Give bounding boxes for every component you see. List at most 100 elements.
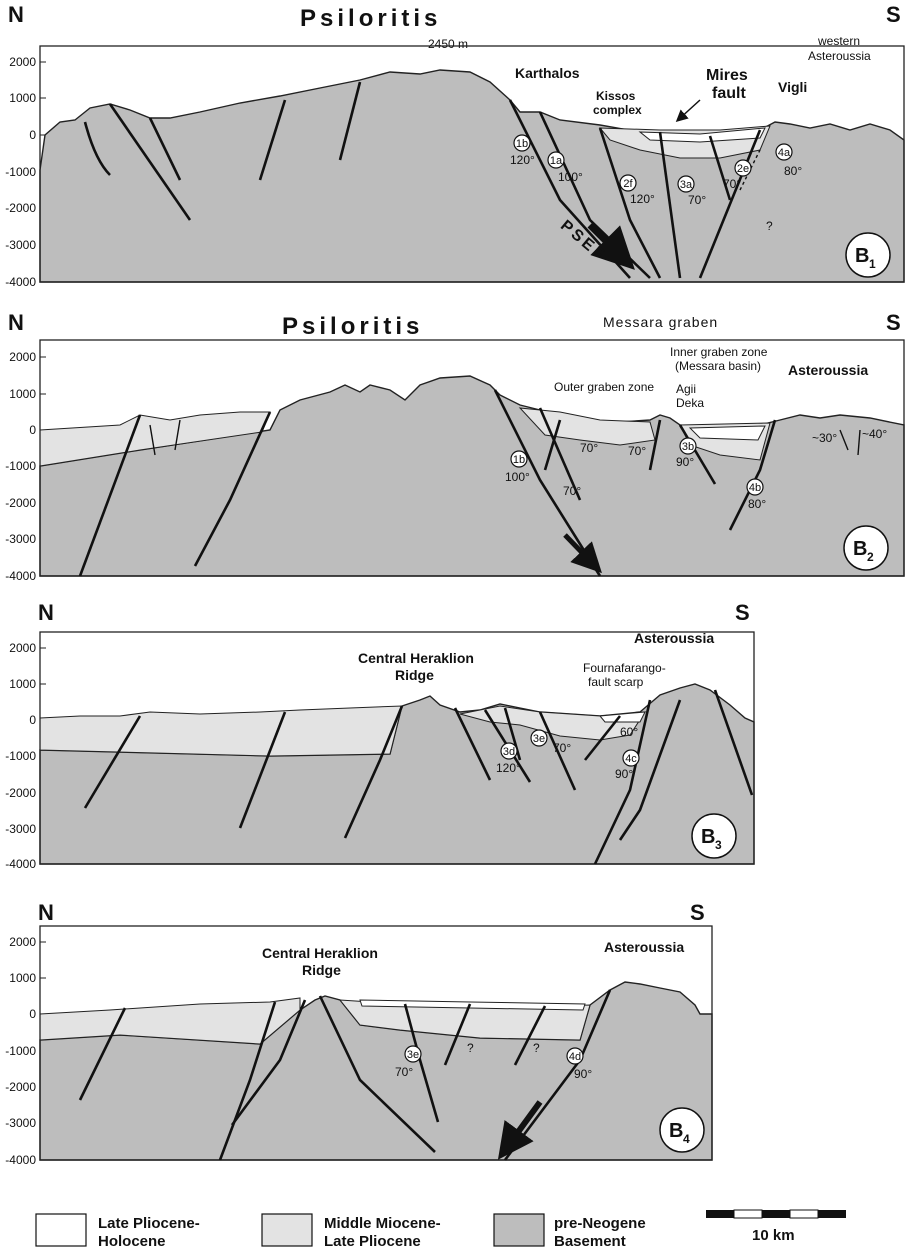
inner-zone-1: Inner graben zone: [670, 345, 768, 359]
tick-minus-4000: -4000: [5, 275, 36, 289]
tick-0: 0: [29, 1007, 36, 1021]
svg-text:3: 3: [715, 838, 722, 852]
plio-b3: [599, 711, 646, 723]
fault-marker-4c: 4c 90°: [615, 749, 640, 781]
tick-minus-1000: -1000: [5, 459, 36, 473]
agii-label-1: Agii: [676, 382, 696, 396]
svg-text:100°: 100°: [505, 470, 530, 484]
svg-text:Holocene: Holocene: [98, 1233, 166, 1250]
dip-label-60: 60°: [620, 725, 638, 739]
panel-b3: N S Central Heraklion Ridge Asteroussia …: [5, 600, 755, 871]
svg-text:B: B: [853, 538, 867, 560]
fault-marker-1b: 1b 120°: [510, 134, 535, 167]
panel-b4: N S Central Heraklion Ridge Asteroussia …: [5, 900, 713, 1167]
vigli-label: Vigli: [778, 79, 807, 95]
mires-label-1: Mires: [706, 67, 748, 84]
tick-2000: 2000: [9, 935, 36, 949]
tick-minus-3000: -3000: [5, 822, 36, 836]
fault-marker-3e: 3e 70°: [530, 729, 571, 755]
south-label: S: [886, 310, 901, 335]
tick-1000: 1000: [9, 91, 36, 105]
tick-minus-1000: -1000: [5, 165, 36, 179]
svg-text:4: 4: [683, 1132, 690, 1146]
svg-text:3e: 3e: [533, 733, 545, 745]
fault-marker-2e: 2e 70°: [723, 159, 752, 191]
miocene-b3: [39, 705, 403, 757]
western-label-1: western: [817, 34, 860, 48]
panel-badge-b3: B 3: [691, 813, 737, 859]
fault-marker-1a: 1a 100°: [547, 151, 583, 184]
tick-minus-2000: -2000: [5, 786, 36, 800]
north-label: N: [38, 900, 54, 925]
svg-text:80°: 80°: [748, 497, 766, 511]
svg-text:4a: 4a: [778, 147, 791, 159]
fault-marker-3b: 3b 90°: [676, 437, 697, 469]
svg-text:90°: 90°: [574, 1067, 592, 1081]
svg-text:Basement: Basement: [554, 1233, 626, 1250]
elevation-label: 2450 m: [428, 37, 468, 51]
legend: Late Pliocene- Holocene Middle Miocene- …: [35, 1209, 846, 1250]
svg-text:70°: 70°: [553, 741, 571, 755]
svg-text:120°: 120°: [630, 192, 655, 206]
svg-text:120°: 120°: [510, 153, 535, 167]
svg-text:3e: 3e: [407, 1049, 419, 1061]
tick-minus-2000: -2000: [5, 1080, 36, 1094]
svg-text:2e: 2e: [737, 163, 749, 175]
dip-label-40: ~40°: [862, 427, 887, 441]
tick-1000: 1000: [9, 387, 36, 401]
panel-b2: N S Psiloritis Messara graben Inner grab…: [5, 310, 905, 583]
tick-2000: 2000: [9, 350, 36, 364]
frame-b1: [39, 45, 905, 283]
ridge-label-2: Ridge: [395, 667, 434, 683]
tick-minus-2000: -2000: [5, 201, 36, 215]
svg-text:3a: 3a: [680, 179, 693, 191]
panel-badge-b4: B 4: [659, 1107, 705, 1153]
fournafarango-1: Fournafarango-: [583, 661, 666, 675]
svg-text:Late Pliocene: Late Pliocene: [324, 1233, 421, 1250]
south-label: S: [735, 600, 750, 625]
tick-minus-4000: -4000: [5, 1153, 36, 1167]
scale-bar: 10 km: [706, 1209, 846, 1244]
svg-text:2f: 2f: [623, 178, 633, 190]
tick-minus-1000: -1000: [5, 749, 36, 763]
svg-text:B: B: [669, 1120, 683, 1142]
dip-label-30: ~30°: [812, 431, 837, 445]
legend-late-pliocene: Late Pliocene- Holocene: [35, 1213, 200, 1250]
fault-marker-2f: 2f 120°: [619, 174, 655, 206]
panel-badge-b2: B 2: [843, 525, 889, 571]
tick-minus-3000: -3000: [5, 532, 36, 546]
fault-marker-4b: 4b 80°: [746, 478, 766, 511]
tick-2000: 2000: [9, 641, 36, 655]
legend-basement: pre-Neogene Basement: [493, 1213, 646, 1250]
kissos-label-2: complex: [593, 103, 642, 117]
tick-1000: 1000: [9, 971, 36, 985]
plio-b4: [359, 999, 586, 1011]
svg-text:70°: 70°: [395, 1065, 413, 1079]
mires-label-2: fault: [712, 85, 746, 102]
svg-text:4c: 4c: [625, 753, 637, 765]
big-arrow-b4: [497, 1100, 543, 1160]
svg-text:4d: 4d: [569, 1051, 581, 1063]
tick-minus-4000: -4000: [5, 569, 36, 583]
agii-label-2: Deka: [676, 396, 704, 410]
svg-text:2: 2: [867, 550, 874, 564]
south-label: S: [886, 2, 901, 27]
ridge-label-1: Central Heraklion: [262, 945, 378, 961]
svg-text:90°: 90°: [676, 455, 694, 469]
big-arrow-b2: [563, 533, 602, 574]
svg-text:90°: 90°: [615, 767, 633, 781]
svg-text:B: B: [701, 826, 715, 848]
tick-minus-3000: -3000: [5, 238, 36, 252]
tick-0: 0: [29, 423, 36, 437]
plio-b1: [638, 127, 766, 143]
miocene-b2: [39, 411, 271, 467]
frame-b2: [39, 339, 905, 577]
fault-marker-3e: 3e 70°: [395, 1045, 422, 1079]
south-label: S: [690, 900, 705, 925]
tick-1000: 1000: [9, 677, 36, 691]
svg-text:4b: 4b: [749, 482, 761, 494]
panel-b1: N S Psiloritis 2450 m 2000 1000 0 -1000 …: [5, 2, 905, 289]
svg-text:80°: 80°: [784, 164, 802, 178]
north-label: N: [38, 600, 54, 625]
